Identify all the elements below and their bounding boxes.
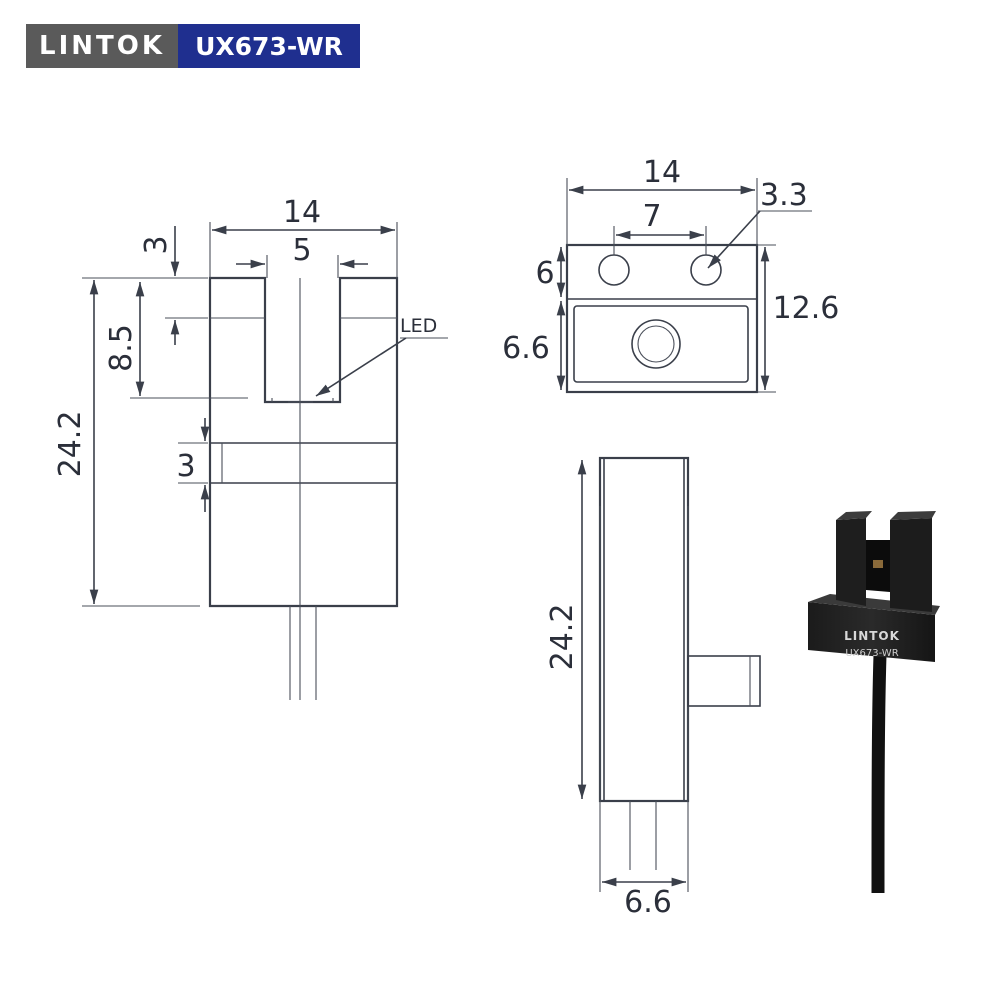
side-view: 24.2 6.6: [545, 456, 761, 920]
front-width-dim: 14: [283, 195, 321, 230]
photo-model-text: UX673-WR: [845, 648, 898, 659]
product-photo: LINTOK UX673-WR: [808, 511, 940, 894]
top-lens-outer: [631, 319, 681, 369]
top-width-dim: 14: [643, 155, 681, 190]
side-outline: [598, 456, 690, 803]
top-outline: [565, 243, 759, 394]
photo-cable: [871, 654, 887, 894]
top-window: [573, 305, 749, 383]
top-view: 14 7 3.3 6 6.6 12.6: [502, 155, 840, 394]
top-pitch-dim: 7: [642, 199, 661, 234]
brand-header: LINTOK UX673-WR: [26, 24, 360, 68]
front-outline: [208, 276, 399, 608]
front-top-height-dim: 3: [139, 235, 174, 254]
top-hole-left: [598, 254, 630, 286]
top-upper-height-dim: 6: [535, 256, 554, 291]
top-lens-inner: [637, 325, 675, 363]
side-thickness-dim: 6.6: [624, 885, 672, 920]
front-total-height-dim: 24.2: [53, 411, 88, 478]
brand-logo: LINTOK: [26, 24, 178, 68]
front-band-height-dim: 3: [176, 449, 195, 484]
front-view: 14 5 3 8.5 24.2 3 LED: [53, 195, 448, 700]
side-height-dim: 24.2: [545, 604, 580, 671]
top-lower-height-dim: 6.6: [502, 331, 550, 366]
top-depth-dim: 12.6: [773, 291, 840, 326]
front-slot-depth-dim: 8.5: [104, 324, 139, 372]
model-title: UX673-WR: [178, 24, 360, 68]
side-tab: [687, 655, 761, 707]
top-hole-dia-dim: 3.3: [760, 178, 808, 213]
photo-brand-text: LINTOK: [844, 629, 900, 643]
front-slot-dim: 5: [292, 233, 311, 268]
led-label: LED: [400, 315, 437, 337]
